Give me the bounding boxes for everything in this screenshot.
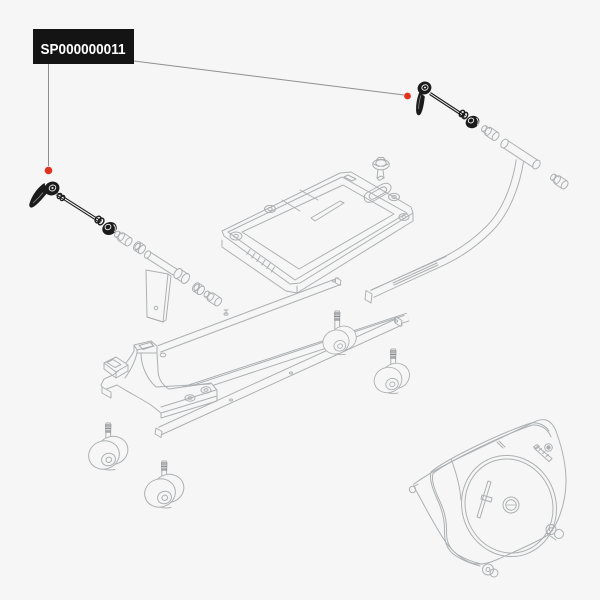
svg-text:SP000000011: SP000000011 <box>41 41 126 58</box>
